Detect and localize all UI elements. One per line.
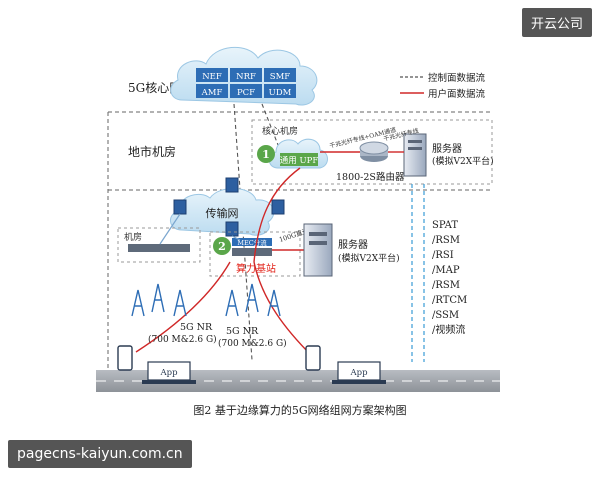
core-fn-smf: SMF (270, 72, 291, 82)
tower-icon (131, 289, 145, 317)
marker-1-text: 1 (262, 148, 270, 161)
user-flow-core (253, 167, 301, 263)
router-icon (359, 141, 389, 162)
radio-right-line1: 5G NR (226, 326, 259, 337)
server-top-icon (403, 133, 427, 177)
radio-right-line2: (700 M&2.6 G) (218, 338, 287, 349)
control-line-upf (261, 103, 281, 151)
legend-user: 用户面数据流 (428, 88, 486, 100)
tower-icon (173, 289, 187, 317)
msg-1: /RSM (432, 235, 460, 246)
core-fn-amf: AMF (201, 88, 223, 98)
laptop-right-icon (332, 361, 386, 384)
mec-label: MEC分流 (237, 238, 267, 247)
msg-7: /视频流 (432, 323, 465, 336)
core-fn-pcf: PCF (237, 88, 255, 98)
radio-towers (131, 283, 281, 317)
core-function-boxes: NEF NRF SMF AMF PCF UDM (196, 68, 296, 98)
core-box-nrf (230, 68, 262, 82)
tower-icon (225, 289, 239, 317)
mec-unit (232, 238, 272, 246)
phone-right-icon (305, 345, 321, 371)
app-left: App (159, 368, 178, 378)
radio-left-line1: 5G NR (180, 322, 213, 333)
server-mid-line2: (模拟V2X平台) (338, 252, 400, 264)
msg-5: /RTCM (432, 295, 467, 306)
transport-bs-link (231, 235, 241, 241)
server-top-line2: (模拟V2X平台) (432, 155, 494, 167)
tower-icon (245, 283, 259, 313)
region-metro-label: 地市机房 (128, 144, 176, 159)
app-right: App (349, 368, 368, 378)
caption: 图2 基于边缘算力的5G网络组网方案架构图 (193, 403, 406, 417)
transport-label: 传输网 (206, 206, 239, 220)
core-box-nef (196, 68, 228, 82)
msg-6: /SSM (432, 310, 459, 321)
edge-rack-icon (128, 244, 190, 252)
msg-0: SPAT (432, 220, 458, 231)
marker-2-text: 2 (218, 240, 226, 253)
msg-3: /MAP (432, 265, 460, 276)
phone-left-icon (117, 345, 133, 371)
switch-icon (173, 199, 187, 215)
core-room-label: 核心机房 (262, 125, 298, 137)
core-box-udm (264, 84, 296, 98)
edge-room-box (117, 227, 201, 263)
core-fn-nrf: NRF (236, 72, 256, 82)
laptop-left-icon (142, 361, 196, 384)
tower-icon (267, 289, 281, 317)
marker-2 (213, 237, 231, 255)
core-upf-box (280, 153, 318, 166)
message-list: SPAT /RSM /RSI /MAP /RSM /RTCM /SSM /视频流 (432, 220, 467, 336)
core-fn-udm: UDM (269, 88, 292, 98)
legend: 控制面数据流 用户面数据流 (400, 72, 486, 100)
radio-left-line2: (700 M&2.6 G) (148, 334, 217, 345)
marker-1 (257, 145, 275, 163)
server-mid-line1: 服务器 (338, 238, 368, 251)
switch-icon (225, 221, 239, 237)
tower-icon (151, 283, 165, 313)
watermark-top: 开云公司 (521, 8, 592, 37)
legend-control: 控制面数据流 (428, 72, 486, 84)
transport-edge-link (159, 213, 181, 245)
core-box-amf (196, 84, 228, 98)
core-room-box (251, 119, 493, 185)
edge-room-label: 机房 (124, 231, 142, 243)
switch-icon (225, 177, 239, 193)
router-label: 1800-2S路由器 (336, 171, 405, 183)
server-mid-icon (303, 223, 333, 277)
user-flow-phone (253, 261, 313, 357)
watermark-bottom: pagecns-kaiyun.com.cn (8, 440, 192, 468)
core-upf-label: 通用 UPF (280, 155, 319, 166)
core-box-smf (264, 68, 296, 82)
bbu-unit (232, 248, 272, 256)
msg-4: /RSM (432, 280, 460, 291)
region-core-label: 5G核心网 (128, 81, 181, 95)
msg-2: /RSI (432, 250, 454, 261)
core-fn-nef: NEF (202, 72, 222, 82)
core-box-pcf (230, 84, 262, 98)
server-top-line1: 服务器 (432, 142, 462, 155)
switch-icon (271, 199, 285, 215)
user-flow-left (135, 261, 231, 353)
edge-compute-box (209, 231, 301, 277)
